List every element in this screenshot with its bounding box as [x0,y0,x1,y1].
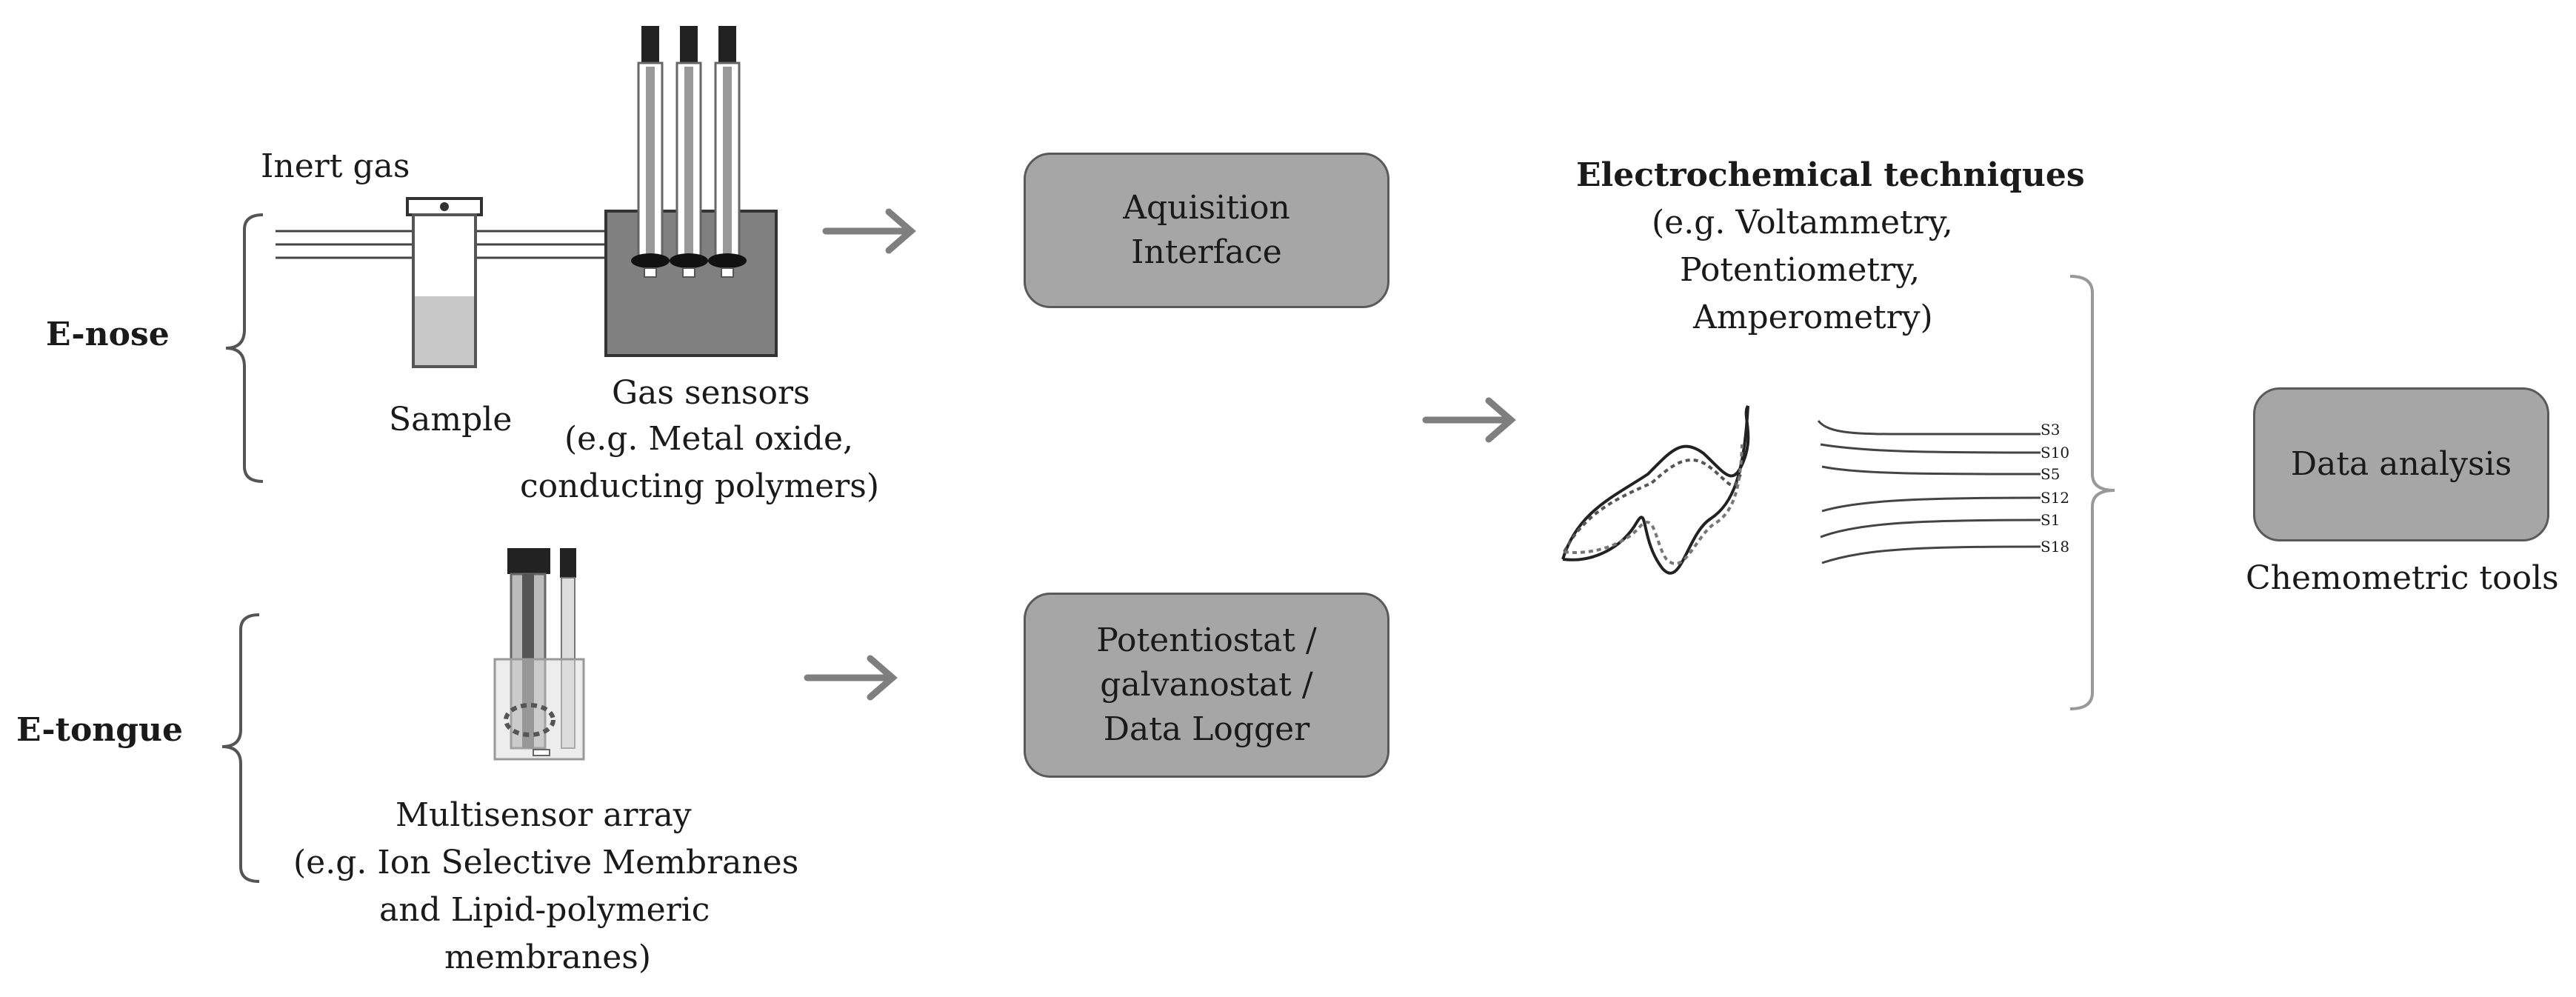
inert-gas-label: Inert gas [261,147,410,185]
sample-label: Sample [389,401,513,439]
multisensor-array [493,548,585,761]
acquisition-line-1: Aquisition [1123,189,1290,227]
data-analysis-label: Data analysis [2290,445,2512,483]
gas-sensors-label-2: (e.g. Metal oxide, [564,420,853,458]
enose-bracket [225,213,264,483]
multisensor-label-4: membranes) [444,938,652,976]
signal-label-s18: S18 [2041,538,2070,556]
arrow-etongue [804,655,898,701]
potentiostat-line-2: galvanostat / [1100,666,1313,704]
voltammogram [1561,404,1750,575]
multisensor-label-1: Multisensor array [396,796,692,834]
acquisition-interface-box: Aquisition Interface [1024,153,1389,308]
multisensor-label-3: and Lipid-polymeric [379,891,710,929]
enose-label: E-nose [46,316,170,353]
potentiostat-box: Potentiostat / galvanostat / Data Logger [1024,593,1389,778]
gas-sensors-label-1: Gas sensors [612,374,810,412]
techniques-line-2: (e.g. Voltammetry, [1652,204,1953,241]
techniques-title: Electrochemical techniques [1576,156,2085,194]
multisensor-label-2: (e.g. Ion Selective Membranes [293,844,799,881]
results-bracket [2069,275,2115,710]
etongue-label: E-tongue [16,711,184,749]
signal-label-s10: S10 [2041,444,2070,461]
data-analysis-box: Data analysis [2253,387,2549,541]
gas-sensor-electrodes [631,26,747,278]
techniques-line-4: Amperometry) [1693,299,1933,336]
etongue-bracket [221,613,260,883]
techniques-line-3: Potentiometry, [1680,251,1921,289]
sensor-response-curves [1817,420,2041,564]
sample-vial [406,197,483,368]
potentiostat-line-3: Data Logger [1103,710,1310,748]
arrow-to-techniques [1422,397,1516,443]
signal-label-s12: S12 [2041,489,2070,507]
acquisition-line-2: Interface [1131,233,1282,271]
signal-label-s3: S3 [2041,421,2061,439]
potentiostat-line-1: Potentiostat / [1096,621,1317,659]
gas-sensors-label-3: conducting polymers) [520,467,879,505]
chemometric-tools-label: Chemometric tools [2246,559,2559,597]
signal-label-s1: S1 [2041,511,2061,529]
arrow-enose [822,208,916,254]
signal-label-s5: S5 [2041,465,2061,483]
